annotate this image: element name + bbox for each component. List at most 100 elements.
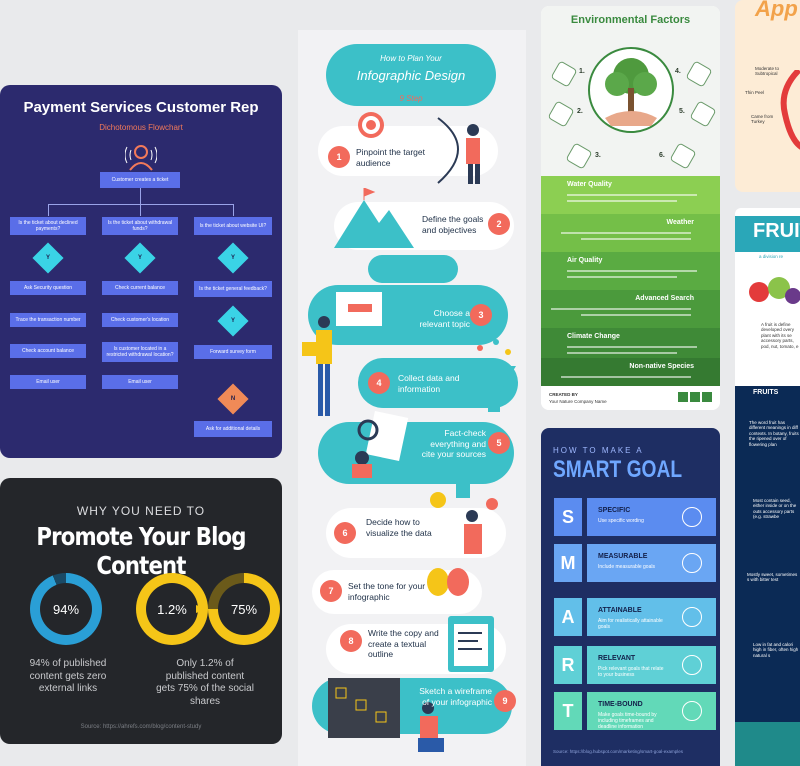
placeholder-line — [567, 352, 677, 354]
flow-box: Check current balance — [102, 281, 178, 295]
header-title: Infographic Design — [356, 68, 466, 83]
target-icon — [358, 112, 384, 138]
step-text: Decide how to visualize the data — [366, 517, 432, 538]
smart-row: R RELEVANT Pick relevant goals that rela… — [554, 646, 716, 684]
factor-number: 1. — [579, 68, 585, 75]
step-text: Set the tone for your infographic — [348, 581, 426, 602]
step-number: 1 — [328, 146, 350, 168]
step-text: Collect data and information — [398, 373, 460, 394]
smart-name: ATTAINABLE — [598, 607, 642, 614]
factor-band: Weather — [541, 214, 720, 252]
yes-label: Y — [137, 255, 142, 261]
flow-box: Trace the transaction number — [10, 313, 86, 327]
smart-goal-card[interactable]: HOW TO MAKE A SMART GOAL S SPECIFIC Use … — [541, 428, 720, 766]
mountain-illustration — [334, 188, 414, 248]
environmental-factors-card[interactable]: Environmental Factors 1. 2. 3. 4. 5. 6. … — [541, 6, 720, 410]
placeholder-line — [561, 232, 691, 234]
flow-question-2: Is the ticket about withdrawal funds? — [102, 217, 178, 235]
source-text: Source: https://ahrefs.com/blog/content-… — [80, 724, 202, 730]
fruit-paragraph: Mostly sweet, sometimes s with bitter te… — [747, 572, 798, 583]
stat-value: 1.2% — [146, 583, 198, 635]
smart-name: RELEVANT — [598, 655, 636, 662]
factor-number: 2. — [577, 108, 583, 115]
stat-value: 75% — [218, 583, 270, 635]
fruit-paragraph: Most contain seed, either inside or on t… — [753, 498, 797, 520]
env-footer: CREATED BY Your Nature Company Name — [541, 386, 720, 410]
factor-title: Climate Change — [567, 333, 620, 340]
source-text: Source: https://blog.hubspot.com/marketi… — [553, 749, 684, 754]
scale-icon — [682, 553, 702, 573]
factor-number: 4. — [675, 68, 681, 75]
masks-illustration — [427, 568, 469, 596]
smart-row: M MEASURABLE Include measurable goals — [554, 544, 716, 582]
factor-number: 6. — [659, 152, 665, 159]
placeholder-line — [581, 314, 691, 316]
placeholder-line — [567, 200, 677, 202]
card-title: FRUITS — [753, 220, 800, 242]
smart-letter: T — [554, 692, 582, 730]
connector — [140, 204, 141, 216]
flow-box: Ask for additional details — [194, 421, 272, 437]
factor-band: Non-native Species — [541, 358, 720, 386]
flow-box: Check account balance — [10, 344, 86, 358]
step-text: Write the copy and create a textual outl… — [368, 628, 439, 660]
placeholder-line — [561, 376, 691, 378]
header-pill — [326, 44, 496, 106]
yes-label: Y — [45, 255, 50, 261]
stat-ring-75: 75% — [208, 573, 280, 645]
placeholder-line — [551, 308, 691, 310]
factor-title: Non-native Species — [629, 363, 694, 370]
step-text: Pinpoint the target audience — [356, 147, 425, 168]
flow-box: Email user — [102, 375, 178, 389]
alarm-clock-icon — [682, 701, 702, 721]
linkedin-icon[interactable] — [678, 392, 688, 402]
factor-title: Advanced Search — [635, 295, 694, 302]
blog-promotion-card[interactable]: WHY YOU NEED TO Promote Your Blog Conten… — [0, 478, 282, 744]
facebook-icon[interactable] — [702, 392, 712, 402]
stat-value: 94% — [40, 583, 92, 635]
connector — [48, 204, 234, 205]
step-number: 5 — [488, 432, 510, 454]
idea-illustration — [430, 484, 498, 554]
step-number: 4 — [368, 372, 390, 394]
step-number: 9 — [494, 690, 516, 712]
step-text: Sketch a wireframe of your infographic — [419, 686, 492, 707]
smart-letter: S — [554, 498, 582, 536]
factor-band: Water Quality — [541, 176, 720, 214]
magnifier-illustration — [352, 410, 409, 478]
twitter-icon[interactable] — [690, 392, 700, 402]
flow-box: Check customer's location — [102, 313, 178, 327]
presentation-icon — [682, 607, 702, 627]
fruit-title-band — [735, 216, 800, 252]
factor-number: 3. — [595, 152, 601, 159]
card-title: Promote Your Blog Content — [36, 522, 246, 580]
fruits-infographic-card[interactable]: FRUITS a division re A fruit is define d… — [735, 208, 800, 766]
smart-letter: M — [554, 544, 582, 582]
placeholder-line — [567, 194, 697, 196]
step-number: 6 — [334, 522, 356, 544]
step-text: Define the goals and objectives — [422, 214, 484, 235]
connector — [140, 188, 141, 204]
card-subtitle: Dichotomous Flowchart — [99, 123, 183, 132]
smart-desc: Use specific wording — [598, 518, 644, 524]
footer-created: CREATED BY — [549, 392, 578, 397]
apple-illustration — [780, 70, 800, 150]
apple-infographic-card[interactable]: App Moderate to Subtropical Thin Peel Ca… — [735, 0, 800, 192]
apple-label: Moderate to Subtropical — [755, 66, 780, 77]
factor-title: Water Quality — [567, 181, 612, 188]
fruit-footer — [735, 722, 800, 766]
factor-band: Advanced Search — [541, 290, 720, 328]
footer-company: Your Nature Company Name — [549, 399, 607, 404]
connector — [233, 204, 234, 216]
path-blob — [368, 255, 458, 283]
infographic-steps-card[interactable]: How to Plan Your Infographic Design 9 St… — [298, 30, 526, 766]
factor-title: Air Quality — [567, 257, 603, 264]
apple-label: Came from Turkey — [751, 114, 774, 125]
payment-flowchart-card[interactable]: Payment Services Customer Rep Dichotomou… — [0, 85, 282, 458]
fruit-paragraph: Low in fat and calori high in fiber, oft… — [753, 642, 799, 658]
stat-ring-94: 94% — [30, 573, 102, 645]
header-kicker: How to Plan Your — [380, 54, 442, 63]
yes-label: Y — [230, 255, 235, 261]
factor-band: Air Quality — [541, 252, 720, 290]
smart-desc: Include measurable goals — [598, 564, 655, 570]
